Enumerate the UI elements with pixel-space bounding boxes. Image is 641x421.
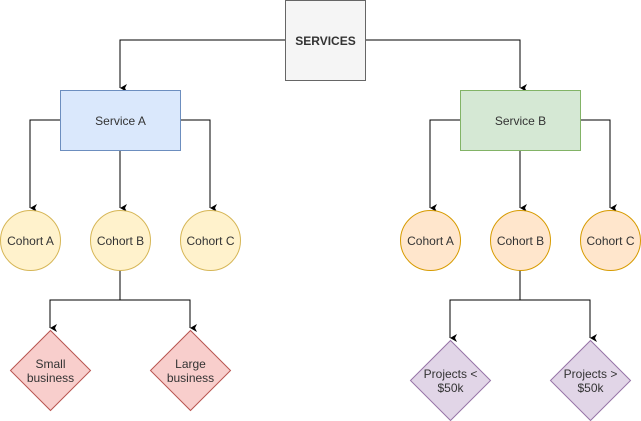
service-a-cohort-b-circle	[90, 210, 151, 271]
service-b-cohort-a-label: Cohort A	[407, 234, 454, 248]
edge-service-a-to-cohort-c	[180, 119, 217, 212]
service-a-cohort-c-node[interactable]: Cohort C	[180, 210, 241, 271]
service-b-cohort-b-label: Cohort B	[497, 234, 544, 248]
edge-service-b-to-cohort-c	[580, 119, 617, 212]
service-a-cohort-b-node[interactable]: Cohort B	[90, 210, 151, 271]
projects-over-50k-node[interactable]: Projects > $50k	[549, 339, 632, 421]
edge-root-to-service-b	[365, 39, 527, 92]
service-a-cohort-a-circle	[0, 210, 61, 271]
service-b-cohort-c-node[interactable]: Cohort C	[580, 210, 641, 271]
service-a-cohort-a-label: Cohort A	[7, 234, 54, 248]
service-b-label: Service B	[495, 114, 546, 128]
service-b-cohort-b-node[interactable]: Cohort B	[490, 210, 551, 271]
projects-under-50k-label-line-2: $50k	[437, 381, 464, 395]
projects-under-50k-label-line-1: Projects <	[424, 367, 478, 381]
edge-root-to-service-a	[119, 39, 285, 92]
service-b-cohort-b-circle	[490, 210, 551, 271]
small-business-node[interactable]: Small business	[9, 329, 92, 412]
service-b-node[interactable]: Service B	[460, 90, 581, 151]
projects-under-50k-node[interactable]: Projects < $50k	[409, 339, 492, 421]
small-business-diamond	[9, 329, 92, 412]
edge-cohort-b-a-to-small-business	[49, 270, 121, 332]
service-b-box	[460, 90, 581, 151]
service-a-cohort-b-label: Cohort B	[97, 234, 144, 248]
large-business-diamond	[149, 329, 232, 412]
service-a-cohort-c-circle	[180, 210, 241, 271]
small-business-label-line-2: business	[27, 371, 74, 385]
projects-over-50k-label-line-1: Projects >	[564, 367, 618, 381]
service-a-node[interactable]: Service A	[60, 90, 181, 151]
service-a-label: Service A	[95, 114, 146, 128]
service-b-cohort-a-node[interactable]: Cohort A	[400, 210, 461, 271]
services-root-node[interactable]: SERVICES	[285, 0, 366, 81]
service-b-cohort-c-label: Cohort C	[586, 234, 634, 248]
services-root-label: SERVICES	[295, 34, 355, 48]
edges	[29, 39, 617, 342]
large-business-label-line-2: business	[167, 371, 214, 385]
large-business-node[interactable]: Large business	[149, 329, 232, 412]
service-a-box	[60, 90, 181, 151]
edge-service-b-to-cohort-a	[429, 119, 460, 212]
service-a-cohort-c-label: Cohort C	[186, 234, 234, 248]
services-root-box	[285, 0, 366, 81]
service-a-cohort-a-node[interactable]: Cohort A	[0, 210, 61, 271]
edge-service-a-to-cohort-a	[29, 119, 60, 212]
small-business-label-line-1: Small	[35, 357, 65, 371]
service-b-cohort-a-circle	[400, 210, 461, 271]
edge-cohort-b-b-to-projects-lt	[449, 270, 521, 342]
large-business-label-line-1: Large	[175, 357, 206, 371]
projects-over-50k-label-line-2: $50k	[577, 381, 604, 395]
edge-cohort-b-a-to-large-business	[120, 299, 197, 332]
edge-cohort-b-b-to-projects-gt	[520, 299, 597, 342]
